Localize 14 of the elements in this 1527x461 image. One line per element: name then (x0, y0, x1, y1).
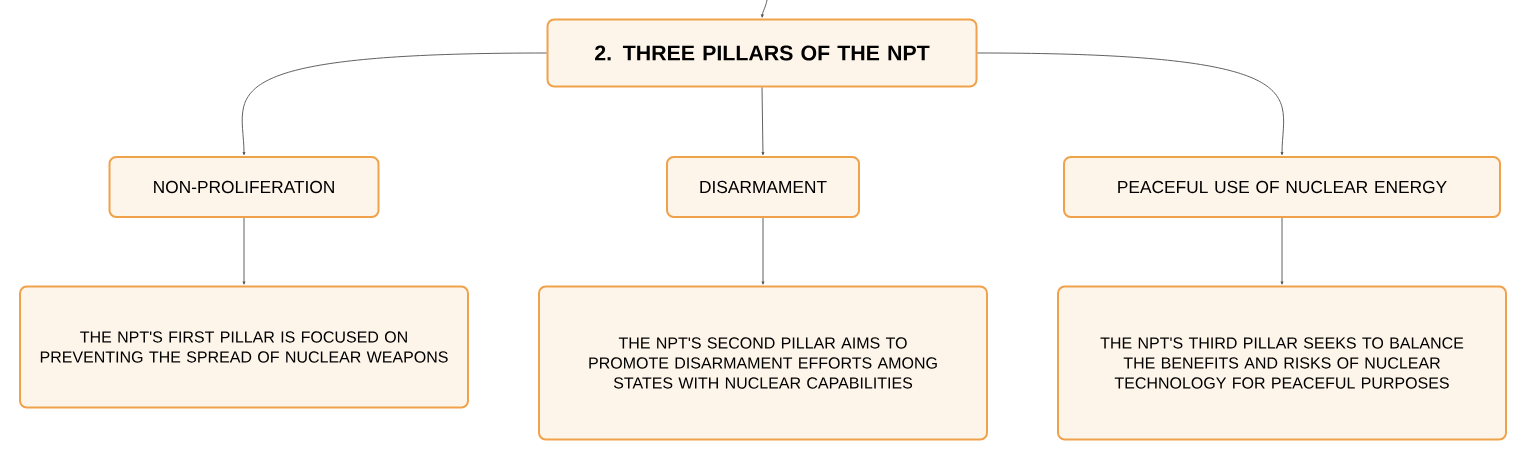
description-box: THE NPT'S THIRD PILLAR SEEKS TO BALANCE THE BENEFITS AND RISKS OF NUCLEAR TECHNOLOGY FOR PEACEFUL PURPOSES (1057, 285, 1507, 441)
description-box: THE NPT'S FIRST PILLAR IS FOCUSED ON PREVENTING THE SPREAD OF NUCLEAR WEAPONS (19, 285, 469, 409)
arrow (242, 217, 246, 285)
pillar-box: DISARMAMENT (666, 156, 860, 218)
arrow (977, 52, 1284, 156)
pillar-box: PEACEFUL USE OF NUCLEAR ENERGY (1063, 156, 1501, 218)
arrow (1280, 217, 1284, 285)
pillar-box: NON-PROLIFERATION (108, 156, 380, 218)
arrow (761, 217, 765, 285)
title-box: 2. THREE PILLARS OF THE NPT (546, 18, 978, 88)
arrow (241, 52, 547, 156)
arrow (760, 0, 768, 18)
description-box: THE NPT'S SECOND PILLAR AIMS TO PROMOTE DISARMAMENT EFFORTS AMONG STATES WITH NUCLEAR CAPABILITIES (538, 285, 988, 441)
arrow (761, 87, 765, 156)
